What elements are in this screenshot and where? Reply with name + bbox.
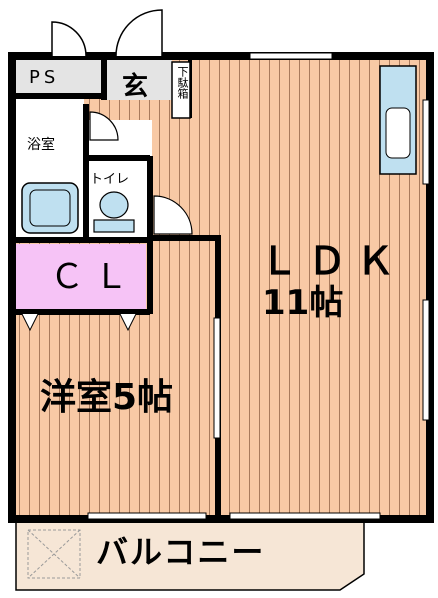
closet-label: ＣＬ [50, 257, 138, 297]
bathtub [21, 182, 79, 234]
balcony-hatch [27, 529, 81, 579]
closet-area [16, 244, 146, 310]
closet-door-left [21, 313, 39, 332]
door-toilet [153, 195, 193, 235]
western-room-label: 洋室5帖 [40, 377, 174, 418]
balcony-label: バルコニー [96, 533, 266, 571]
balcony-hatch-cross-b [27, 529, 81, 579]
closet-door-right [119, 313, 137, 332]
shoe-box-label: 下駄箱 [176, 66, 189, 99]
window-north [249, 52, 333, 60]
ps-label: PS [29, 67, 60, 88]
toilet-bowl [99, 191, 129, 219]
door-bath [89, 111, 119, 141]
window-south-ldk [229, 512, 381, 520]
ldk-size-label: 11帖 [262, 283, 344, 323]
door-entrance [115, 9, 163, 57]
window-south-west [87, 512, 207, 520]
window-east-lower [422, 299, 430, 421]
ps-area [16, 60, 102, 94]
toilet-label: トイレ [90, 172, 130, 187]
bathtub-inner [29, 189, 71, 227]
ldk-label: ＬＤＫ [260, 239, 405, 283]
entrance-tile [102, 60, 172, 100]
room-door-slider [213, 317, 221, 439]
bathroom-label: 浴室 [27, 137, 55, 153]
entrance-label: 玄 [122, 72, 149, 102]
toilet-tank [93, 219, 135, 233]
kitchen-sink [385, 107, 411, 159]
door-ps-left [51, 21, 87, 57]
shoe-box [171, 61, 191, 119]
window-east-upper [422, 99, 430, 185]
